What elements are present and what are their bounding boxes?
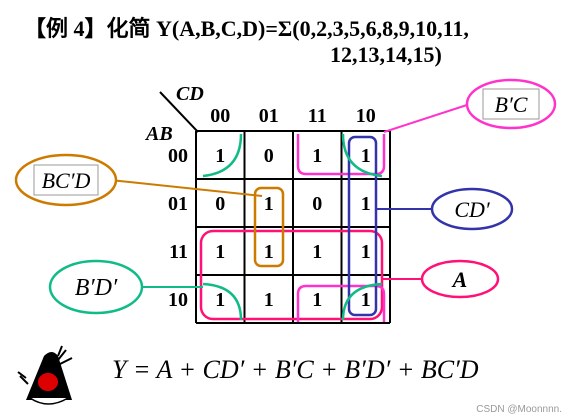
a-label-ellipse xyxy=(420,259,500,299)
cell-r3-c0: 1 xyxy=(215,289,225,311)
bc-prime-d-connector xyxy=(109,179,263,197)
group-b-prime-d-prime-arc-br xyxy=(341,282,383,321)
result-equation: Y = A + CD′ + B′C + B′D′ + BC′D xyxy=(112,355,479,384)
cell-r1-c2: 0 xyxy=(312,193,322,215)
cell-r0-c0: 1 xyxy=(215,145,225,167)
group-b-prime-d-prime-arc-bl xyxy=(202,282,243,321)
group-b-prime-c-top-loop xyxy=(296,134,386,176)
b-prime-c-connector xyxy=(383,103,471,133)
b-prime-d-prime-label: B′D′ xyxy=(75,275,118,301)
col-header-0: 00 xyxy=(210,105,230,127)
title-line-2: 12,13,14,15) xyxy=(330,42,442,67)
title-line-1: 【例 4】化简 Y(A,B,C,D)=Σ(0,2,3,5,6,8,9,10,11… xyxy=(24,16,469,41)
cell-r2-c2: 1 xyxy=(312,241,322,263)
duke-mascot-icon xyxy=(17,345,73,405)
cd-prime-label-ellipse xyxy=(430,187,514,231)
row-variable-label: AB xyxy=(144,123,173,145)
group-bc-prime-d-loop xyxy=(253,186,285,268)
group-b-prime-d-prime-arc-tl xyxy=(202,133,243,178)
group-b-prime-c-bottom-loop xyxy=(296,284,386,322)
b-prime-d-prime-label-ellipse xyxy=(48,259,144,315)
row-header-3: 10 xyxy=(168,289,188,311)
cell-r3-c3: 1 xyxy=(361,289,371,311)
cell-r1-c0: 0 xyxy=(215,193,225,215)
cell-r0-c1: 0 xyxy=(264,145,274,167)
kmap-grid xyxy=(195,130,391,324)
row-headers: 00 01 11 10 xyxy=(168,145,188,311)
cell-r1-c1: 1 xyxy=(264,193,274,215)
row-header-1: 01 xyxy=(168,193,188,215)
b-prime-c-label: B′C xyxy=(495,92,528,117)
b-prime-c-label-box xyxy=(482,88,540,120)
cell-r1-c3: 1 xyxy=(361,193,371,215)
group-cd-prime-loop xyxy=(347,135,378,317)
group-a-loop xyxy=(199,229,384,321)
cell-r3-c2: 1 xyxy=(312,289,322,311)
group-b-prime-d-prime-arc-tr xyxy=(341,133,383,178)
col-header-1: 01 xyxy=(259,105,279,127)
cd-prime-label: CD′ xyxy=(454,197,491,222)
kmap-cells: 1 0 1 1 0 1 0 1 1 1 1 1 1 1 1 1 xyxy=(215,145,371,311)
group-loops xyxy=(199,133,386,322)
a-label: A xyxy=(451,267,468,292)
cell-r2-c0: 1 xyxy=(215,241,225,263)
col-header-3: 10 xyxy=(356,105,376,127)
cell-r0-c2: 1 xyxy=(312,145,322,167)
corner-diagonal xyxy=(159,91,199,133)
watermark: CSDN @Moonnnn. xyxy=(476,404,562,415)
bc-prime-d-label-box xyxy=(33,164,99,196)
col-header-2: 11 xyxy=(308,105,327,127)
cell-r0-c3: 1 xyxy=(361,145,371,167)
cell-r3-c1: 1 xyxy=(264,289,274,311)
col-variable-label: CD xyxy=(176,83,204,105)
row-header-0: 00 xyxy=(168,145,188,167)
cell-r2-c3: 1 xyxy=(361,241,371,263)
cell-r2-c1: 1 xyxy=(264,241,274,263)
bc-prime-d-label: BC′D xyxy=(42,168,91,193)
row-header-2: 11 xyxy=(169,241,188,263)
column-headers: 00 01 11 10 xyxy=(210,105,376,127)
